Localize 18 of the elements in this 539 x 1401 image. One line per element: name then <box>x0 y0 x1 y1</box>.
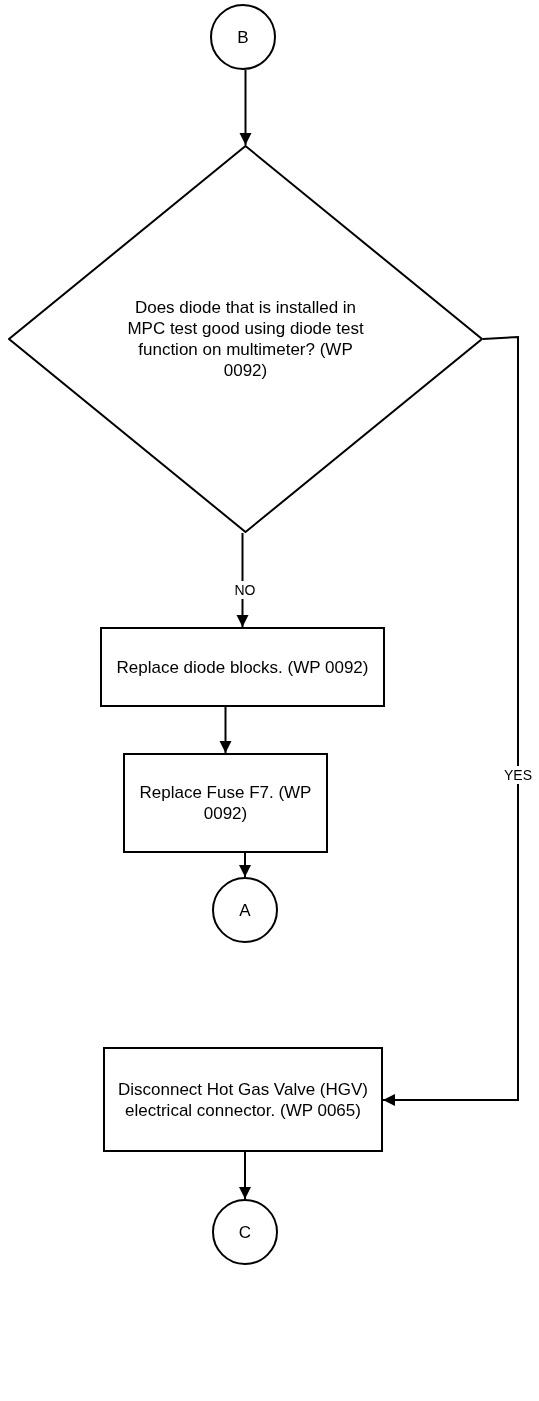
connector-letter: A <box>239 899 251 921</box>
flow-arrow <box>239 69 252 146</box>
process-box <box>103 1047 383 1152</box>
edge-label: YES <box>502 766 534 784</box>
flow-arrow <box>219 706 232 754</box>
connector-letter: B <box>237 26 249 48</box>
flow-arrow <box>382 335 519 1106</box>
flow-arrow <box>239 1151 251 1200</box>
connector-letter: C <box>238 1221 252 1243</box>
flow-arrow <box>239 852 251 878</box>
process-box <box>100 627 385 707</box>
decision-text: Does diode that is installed in MPC test good using diode test function on multimeter? (WP 0092) <box>126 297 365 381</box>
decision-diamond <box>8 145 483 533</box>
step-text: Replace diode blocks. (WP 0092) <box>116 656 369 678</box>
step-text: Disconnect Hot Gas Valve (HGV) electrical connector. (WP 0065) <box>116 1078 369 1121</box>
process-box <box>123 753 328 853</box>
step-text: Replace Fuse F7. (WP 0092) <box>138 782 313 824</box>
edge-label: NO <box>232 581 258 599</box>
